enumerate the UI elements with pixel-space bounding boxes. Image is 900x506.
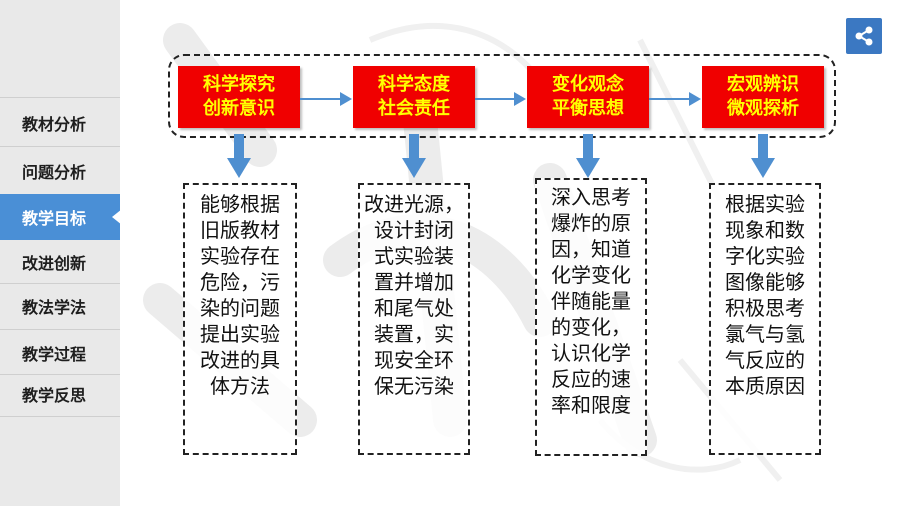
nav-divider — [0, 146, 120, 147]
flow-arrow-line — [300, 98, 340, 100]
detail-line: 根据实验 — [725, 192, 805, 216]
detail-line: 化学变化 — [551, 263, 631, 287]
sidebar-item-textbook-analysis[interactable]: 教材分析 — [22, 115, 87, 134]
detail-line: 图像能够 — [725, 270, 805, 294]
detail-line: 设计封闭 — [374, 218, 454, 242]
detail-line: 认识化学 — [551, 341, 631, 365]
nav-divider — [0, 283, 120, 284]
flow-arrow-line — [475, 98, 515, 100]
sidebar-item-improvement[interactable]: 改进创新 — [22, 254, 87, 273]
nav-divider — [0, 97, 120, 98]
detail-box-science-inquiry: 能够根据 旧版教材 实验存在 危险，污 染的问题 提出实验 改进的具 体方法 — [183, 183, 297, 455]
detail-box-change-concept: 深入思考 爆炸的原 因，知道 化学变化 伴随能量 的变化， 认识化学 反应的速 … — [535, 178, 647, 456]
detail-line: 能够根据 — [200, 192, 280, 216]
down-arrow-icon — [751, 134, 775, 178]
detail-line: 实验存在 — [200, 244, 280, 268]
detail-line: 改进的具 — [200, 348, 280, 372]
nav-divider — [0, 416, 120, 417]
share-icon — [855, 26, 873, 46]
sidebar-item-teaching-methods[interactable]: 教法学法 — [22, 298, 87, 317]
nav-divider — [0, 374, 120, 375]
goal-line: 变化观念 — [552, 74, 624, 95]
detail-box-science-attitude: 改进光源， 设计封闭 式实验装 置并增加 和尾气处 装置，实 现安全环 保无污染 — [358, 183, 470, 455]
detail-line: 深入思考 — [551, 185, 631, 209]
share-button[interactable] — [846, 18, 882, 54]
down-arrow-icon — [227, 134, 251, 178]
detail-line: 改进光源， — [364, 192, 464, 216]
detail-line: 氯气与氢 — [725, 322, 805, 346]
goal-line: 微观探析 — [727, 98, 799, 119]
goal-line: 科学探究 — [203, 74, 275, 95]
detail-box-macro-micro: 根据实验 现象和数 字化实验 图像能够 积极思考 氯气与氢 气反应的 本质原因 — [709, 183, 821, 455]
detail-line: 的变化， — [551, 315, 631, 339]
goal-box-science-attitude: 科学态度 社会责任 — [353, 66, 475, 128]
detail-line: 爆炸的原 — [551, 211, 631, 235]
down-arrow-icon — [402, 134, 426, 178]
detail-line: 置并增加 — [374, 270, 454, 294]
sidebar-item-problem-analysis[interactable]: 问题分析 — [22, 163, 87, 182]
detail-line: 反应的速 — [551, 367, 631, 391]
goal-line: 平衡思想 — [552, 98, 624, 119]
flow-arrow-head — [514, 92, 526, 106]
detail-line: 染的问题 — [200, 296, 280, 320]
detail-line: 式实验装 — [374, 244, 454, 268]
detail-line: 字化实验 — [725, 244, 805, 268]
detail-line: 现象和数 — [725, 218, 805, 242]
goal-line: 创新意识 — [203, 98, 275, 119]
sidebar-nav: 教材分析 问题分析 教学目标 改进创新 教法学法 教学过程 教学反思 — [0, 0, 122, 506]
detail-line: 旧版教材 — [200, 218, 280, 242]
flow-arrow-head — [689, 92, 701, 106]
detail-line: 和尾气处 — [374, 296, 454, 320]
detail-line: 率和限度 — [551, 393, 631, 417]
goal-box-science-inquiry: 科学探究 创新意识 — [178, 66, 300, 128]
flow-arrow-line — [649, 98, 689, 100]
detail-line: 因，知道 — [551, 237, 631, 261]
goal-line: 科学态度 — [378, 74, 450, 95]
detail-line: 保无污染 — [374, 374, 454, 398]
detail-line: 气反应的 — [725, 348, 805, 372]
detail-line: 提出实验 — [200, 322, 280, 346]
detail-line: 体方法 — [210, 374, 270, 398]
sidebar-item-reflection[interactable]: 教学反思 — [22, 386, 87, 405]
detail-line: 本质原因 — [725, 374, 805, 398]
detail-line: 危险，污 — [200, 270, 280, 294]
goal-line: 宏观辨识 — [727, 74, 799, 95]
detail-line: 装置，实 — [374, 322, 454, 346]
goals-frame — [168, 54, 836, 138]
goal-box-change-concept: 变化观念 平衡思想 — [527, 66, 649, 128]
goal-line: 社会责任 — [378, 98, 450, 119]
detail-line: 现安全环 — [374, 348, 454, 372]
goal-box-macro-micro: 宏观辨识 微观探析 — [702, 66, 824, 128]
flow-arrow-head — [340, 92, 352, 106]
nav-divider — [0, 329, 120, 330]
detail-line: 积极思考 — [725, 296, 805, 320]
sidebar-item-teaching-process[interactable]: 教学过程 — [22, 345, 87, 364]
detail-line: 伴随能量 — [551, 289, 631, 313]
sidebar-item-teaching-goals[interactable]: 教学目标 — [0, 194, 122, 240]
down-arrow-icon — [576, 134, 600, 178]
